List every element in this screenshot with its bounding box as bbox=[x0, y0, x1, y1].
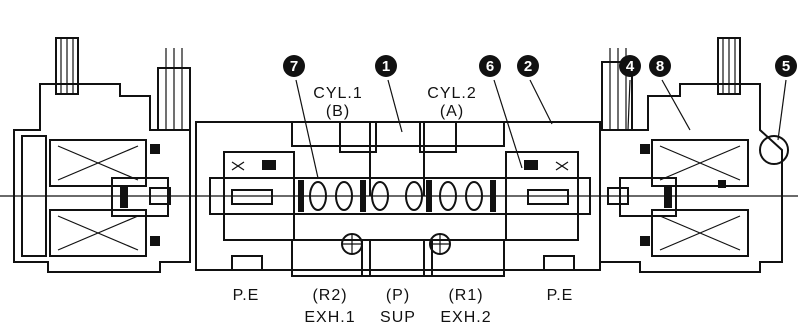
callout-1: 1 bbox=[375, 55, 397, 77]
callout-2: 2 bbox=[517, 55, 539, 77]
right-solenoid bbox=[599, 37, 789, 273]
exh2-port-code: (R1) bbox=[448, 287, 483, 304]
pe-left-label: P.E bbox=[233, 287, 260, 304]
callout-8: 8 bbox=[649, 55, 671, 77]
callout-8-label: 8 bbox=[656, 58, 664, 75]
cyl1-port-code: (B) bbox=[326, 103, 350, 120]
callout-4: 4 bbox=[619, 55, 641, 77]
leader-lines bbox=[295, 79, 787, 179]
callout-6: 6 bbox=[479, 55, 501, 77]
valve-body bbox=[195, 121, 601, 277]
callout-5-label: 5 bbox=[782, 58, 790, 75]
left-solenoid bbox=[13, 37, 191, 273]
callout-4-label: 4 bbox=[626, 58, 635, 75]
cyl1-port-name: CYL.1 bbox=[313, 85, 362, 102]
callout-5: 5 bbox=[775, 55, 797, 77]
callout-1-label: 1 bbox=[382, 58, 390, 75]
cyl2-port-name: CYL.2 bbox=[427, 85, 476, 102]
callout-7: 7 bbox=[283, 55, 305, 77]
exh1-port-name: EXH.1 bbox=[304, 309, 355, 326]
exh1-port-code: (R2) bbox=[312, 287, 347, 304]
exh2-port-name: EXH.2 bbox=[440, 309, 491, 326]
callout-7-label: 7 bbox=[290, 58, 298, 75]
pe-right-label: P.E bbox=[547, 287, 574, 304]
cyl2-port-code: (A) bbox=[440, 103, 464, 120]
callout-2-label: 2 bbox=[524, 58, 532, 75]
callout-6-label: 6 bbox=[486, 58, 494, 75]
sup-port-code: (P) bbox=[386, 287, 410, 304]
sup-port-name: SUP bbox=[380, 309, 416, 326]
